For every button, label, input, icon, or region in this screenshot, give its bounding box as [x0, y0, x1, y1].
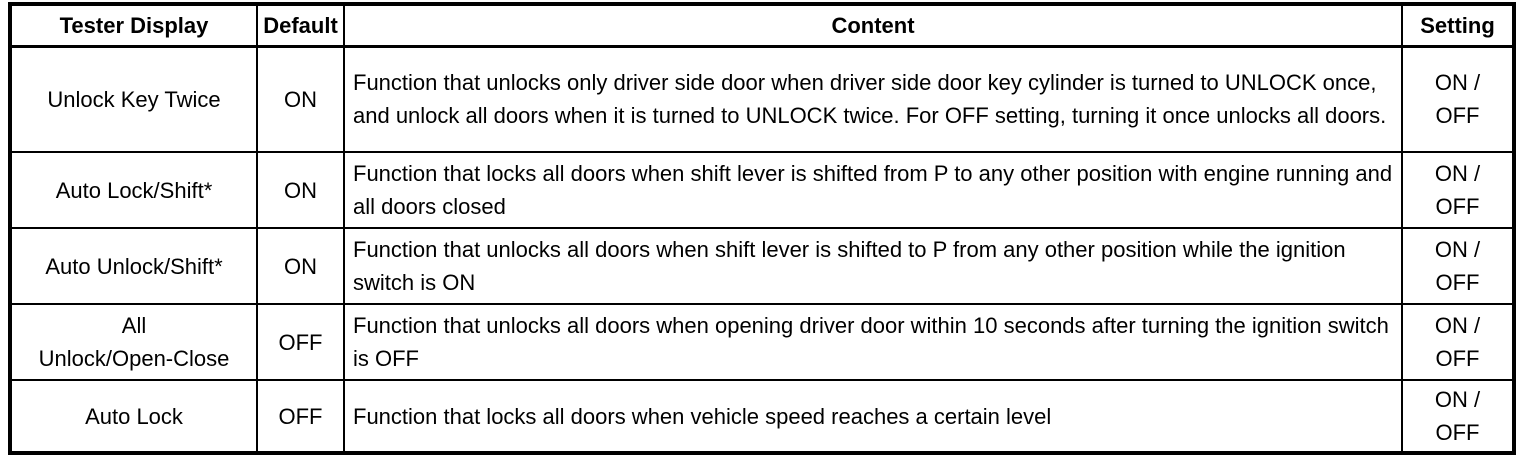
cell-setting: ON / OFF: [1401, 151, 1515, 229]
door-lock-settings-table: Tester Display Default Content Setting U…: [8, 2, 1516, 455]
table-row: All Unlock/Open-Close OFF Function that …: [9, 303, 1515, 381]
cell-default: ON: [256, 227, 345, 305]
table-row: Auto Lock/Shift* ON Function that locks …: [9, 151, 1515, 229]
cell-default: OFF: [256, 303, 345, 381]
header-default: Default: [256, 3, 345, 48]
cell-tester-display: Auto Lock/Shift*: [9, 151, 258, 229]
cell-tester-display: Unlock Key Twice: [9, 45, 258, 153]
cell-default: OFF: [256, 379, 345, 454]
table-row: Auto Unlock/Shift* ON Function that unlo…: [9, 227, 1515, 305]
cell-content: Function that locks all doors when vehic…: [343, 379, 1403, 454]
cell-setting: ON / OFF: [1401, 303, 1515, 381]
cell-tester-display: Auto Unlock/Shift*: [9, 227, 258, 305]
cell-content: Function that unlocks all doors when ope…: [343, 303, 1403, 381]
cell-content: Function that unlocks only driver side d…: [343, 45, 1403, 153]
table-row: Auto Lock OFF Function that locks all do…: [9, 379, 1515, 454]
table-header-row: Tester Display Default Content Setting: [9, 3, 1515, 48]
header-tester-display: Tester Display: [9, 3, 258, 48]
cell-tester-display: All Unlock/Open-Close: [9, 303, 258, 381]
cell-content: Function that unlocks all doors when shi…: [343, 227, 1403, 305]
cell-default: ON: [256, 45, 345, 153]
cell-tester-display: Auto Lock: [9, 379, 258, 454]
cell-setting: ON / OFF: [1401, 379, 1515, 454]
header-content: Content: [343, 3, 1403, 48]
cell-setting: ON / OFF: [1401, 227, 1515, 305]
header-setting: Setting: [1401, 3, 1515, 48]
cell-default: ON: [256, 151, 345, 229]
table-row: Unlock Key Twice ON Function that unlock…: [9, 45, 1515, 153]
cell-setting: ON / OFF: [1401, 45, 1515, 153]
cell-content: Function that locks all doors when shift…: [343, 151, 1403, 229]
